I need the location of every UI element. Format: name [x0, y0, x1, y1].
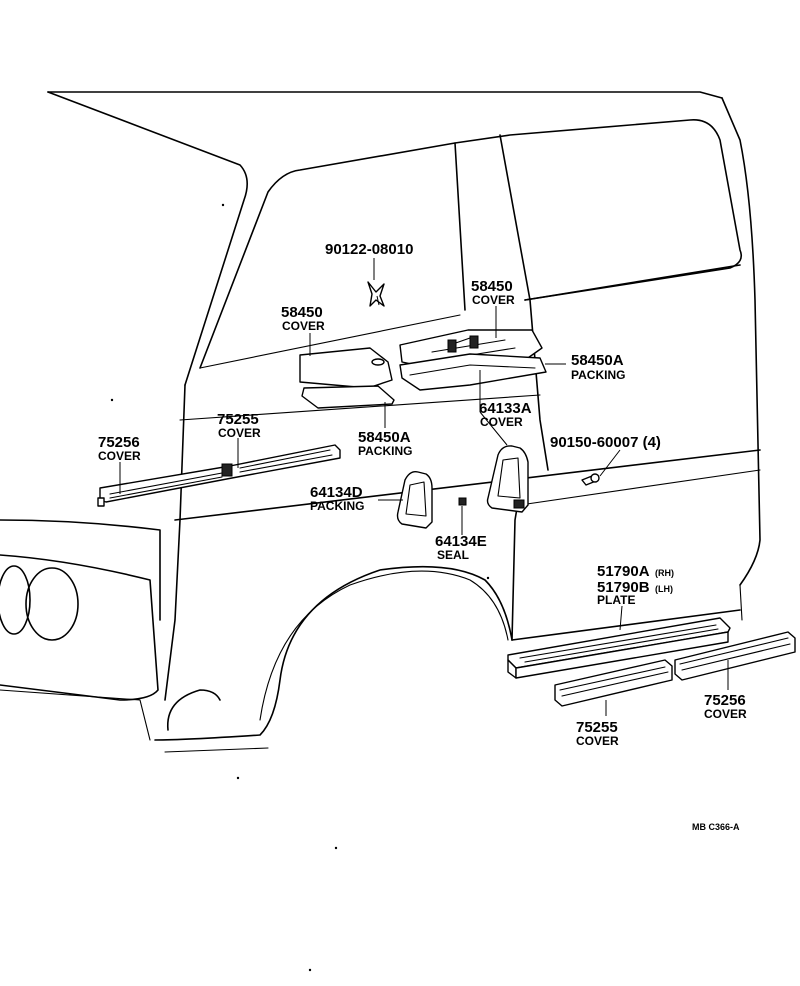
part-label-64134d: 64134D PACKING [310, 484, 364, 513]
part-name: PACKING [571, 368, 625, 382]
part-name: PACKING [310, 499, 364, 513]
part-name: PACKING [358, 444, 412, 458]
screw-drawing [581, 473, 600, 486]
part-name: COVER [704, 707, 747, 721]
part-number: 75255 [576, 719, 618, 736]
part-number: 75256 [98, 434, 140, 451]
part-name: COVER [576, 734, 619, 748]
part-label-75256-lower: 75256 COVER [704, 692, 747, 721]
part-label-90150-60007: 90150-60007 (4) [550, 434, 661, 451]
part-label-64134e: 64134E SEAL [435, 533, 487, 562]
part-label-58450-left: 58450 COVER [281, 304, 325, 333]
side-molding-upper-drawing [97, 444, 341, 507]
inspection-cover-right-drawing [399, 329, 547, 391]
part-name: COVER [218, 426, 261, 440]
part-number: 75256 [704, 692, 746, 709]
part-number: 64134D [310, 484, 363, 501]
vehicle-body-outline [0, 91, 761, 972]
part-name: COVER [480, 415, 523, 429]
part-label-75255-upper: 75255 COVER [217, 411, 261, 440]
part-name: SEAL [437, 548, 469, 562]
part-number: 75255 [217, 411, 259, 428]
part-name: PLATE [597, 593, 635, 607]
leader-lines [119, 258, 729, 716]
diagram-reference-code: MB C366-A [692, 822, 740, 832]
part-number: 58450A [358, 429, 411, 446]
part-number: 51790A [597, 563, 650, 580]
part-number-2: 51790B [597, 579, 650, 596]
part-name: COVER [98, 449, 141, 463]
inspection-cover-left-drawing [299, 347, 395, 409]
part-number: 58450 [471, 278, 513, 295]
part-number: 64134E [435, 533, 487, 550]
part-side-2: (LH) [655, 584, 673, 594]
part-label-75255-lower: 75255 COVER [576, 719, 619, 748]
part-number: 90150-60007 (4) [550, 434, 661, 451]
part-number: 58450 [281, 304, 323, 321]
part-name: COVER [282, 319, 325, 333]
part-label-64133a: 64133A COVER [479, 400, 532, 429]
packing-64134d-drawing [396, 470, 433, 529]
wing-bolt-drawing [367, 281, 385, 307]
part-side: (RH) [655, 568, 674, 578]
part-number: 64133A [479, 400, 532, 417]
part-name: COVER [472, 293, 515, 307]
part-label-58450-right: 58450 COVER [471, 278, 515, 307]
part-label-58450a-left: 58450A PACKING [358, 429, 412, 458]
part-number: 58450A [571, 352, 624, 369]
part-label-75256-upper: 75256 COVER [98, 434, 141, 463]
fuel-lid-cover-drawing [486, 445, 529, 513]
seal-64134e-drawing [458, 497, 467, 506]
part-label-90122-08010: 90122-08010 [325, 241, 413, 258]
side-molding-lower-drawing [554, 631, 796, 707]
part-number: 90122-08010 [325, 241, 413, 258]
part-label-51790: 51790A (RH) 51790B (LH) PLATE [597, 563, 674, 607]
part-label-58450a-right: 58450A PACKING [571, 352, 625, 382]
step-plate-drawing [507, 617, 731, 679]
